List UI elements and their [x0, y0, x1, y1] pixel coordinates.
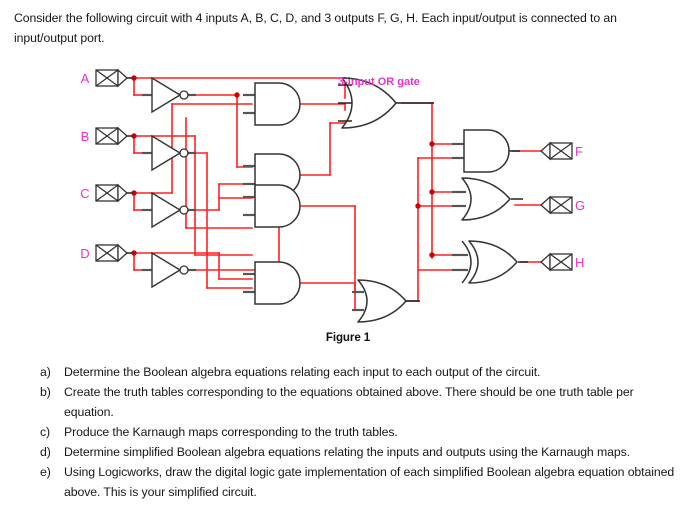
task-text: Produce the Karnaugh maps corresponding …	[64, 425, 398, 439]
output-port-f	[540, 142, 573, 160]
and-gate-4	[254, 261, 301, 305]
output-port-g	[540, 196, 573, 214]
task-item: c) Produce the Karnaugh maps correspondi…	[40, 422, 680, 442]
input-label-a: A	[81, 71, 90, 86]
output-label-f: F	[575, 144, 583, 159]
and-gate-f	[463, 129, 510, 173]
input-port-a	[95, 69, 128, 87]
figure-caption: Figure 1	[325, 331, 371, 344]
task-marker: e)	[40, 465, 51, 479]
inverter-c	[151, 192, 189, 228]
task-text: Determine the Boolean algebra equations …	[64, 365, 541, 379]
input-port-d	[95, 244, 128, 262]
task-list: a) Determine the Boolean algebra equatio…	[40, 362, 680, 502]
task-text: Create the truth tables corresponding to…	[64, 385, 634, 419]
input-port-stubs	[127, 77, 134, 254]
and-gate-1	[254, 82, 301, 126]
task-text: Using Logicworks, draw the digital logic…	[64, 465, 675, 499]
task-item: e) Using Logicworks, draw the digital lo…	[40, 462, 680, 502]
output-label-g: G	[575, 198, 585, 213]
task-item: b) Create the truth tables corresponding…	[40, 382, 680, 422]
task-marker: a)	[40, 365, 51, 379]
input-port-c	[95, 184, 128, 202]
inverter-a	[151, 77, 189, 113]
input-label-c: C	[80, 186, 89, 201]
task-item: a) Determine the Boolean algebra equatio…	[40, 362, 680, 382]
input-label-d: D	[80, 246, 89, 261]
task-marker: d)	[40, 445, 51, 459]
inverter-b	[151, 135, 189, 171]
gate-pins	[142, 93, 468, 312]
task-marker: b)	[40, 385, 51, 399]
or-gate-annotation: 3-input OR gate	[338, 76, 420, 88]
xor-gate-h	[461, 240, 518, 284]
or-gate-middle	[357, 279, 407, 323]
input-port-b	[95, 127, 128, 145]
task-marker: c)	[40, 425, 51, 439]
input-label-b: B	[81, 129, 90, 144]
and-gate-3	[254, 184, 301, 228]
or-gate-g	[461, 177, 511, 221]
intro-paragraph: Consider the following circuit with 4 in…	[14, 11, 617, 45]
task-item: d) Determine simplified Boolean algebra …	[40, 442, 680, 462]
inverter-d	[151, 252, 189, 288]
or3-input-pins	[338, 84, 352, 122]
task-text: Determine simplified Boolean algebra equ…	[64, 445, 630, 459]
circuit-diagram: A B C D F G H 3-input OR gate	[0, 58, 696, 328]
output-port-h	[540, 253, 573, 271]
output-label-h: H	[575, 255, 584, 270]
